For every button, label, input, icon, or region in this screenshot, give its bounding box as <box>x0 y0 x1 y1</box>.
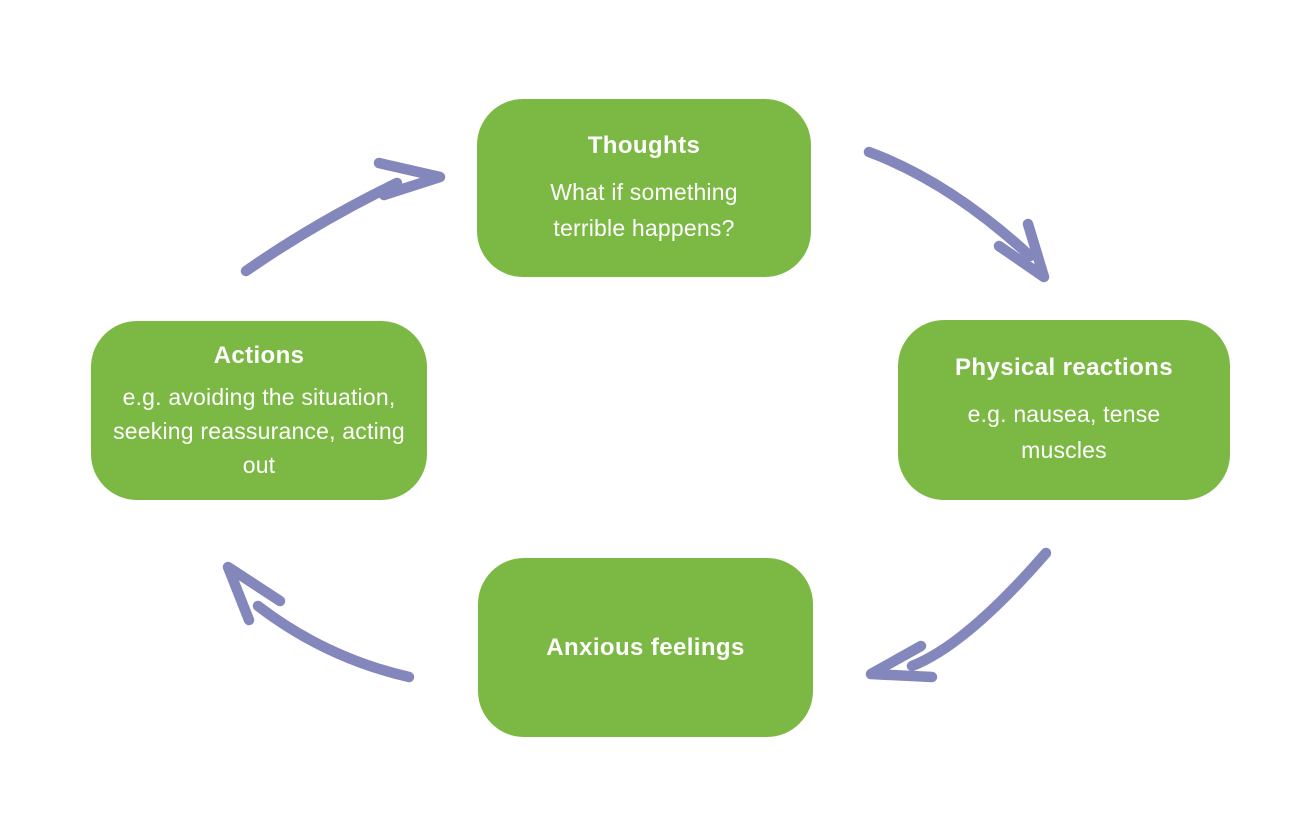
node-actions: Actions e.g. avoiding the situation, see… <box>91 321 427 500</box>
arrow-actions-to-thoughts-icon <box>240 157 446 277</box>
node-thoughts: Thoughts What if something terrible happ… <box>477 99 811 277</box>
node-physical-reactions-body: e.g. nausea, tense muscles <box>967 400 1161 463</box>
node-actions-body: e.g. avoiding the situation, seeking rea… <box>113 384 405 478</box>
node-anxious-feelings: Anxious feelings <box>478 558 813 737</box>
node-physical-reactions-title: Physical reactions <box>955 353 1173 381</box>
node-anxious-feelings-title: Anxious feelings <box>546 633 745 661</box>
node-thoughts-body: What if something terrible happens? <box>550 178 738 241</box>
arrow-thoughts-to-physical-icon <box>863 146 1050 283</box>
node-actions-title: Actions <box>213 342 305 369</box>
arrow-anxious-to-actions-icon <box>222 561 415 683</box>
node-physical-reactions: Physical reactions e.g. nausea, tense mu… <box>898 320 1230 500</box>
node-thoughts-title: Thoughts <box>587 131 701 159</box>
arrow-physical-to-anxious-icon <box>865 547 1052 683</box>
